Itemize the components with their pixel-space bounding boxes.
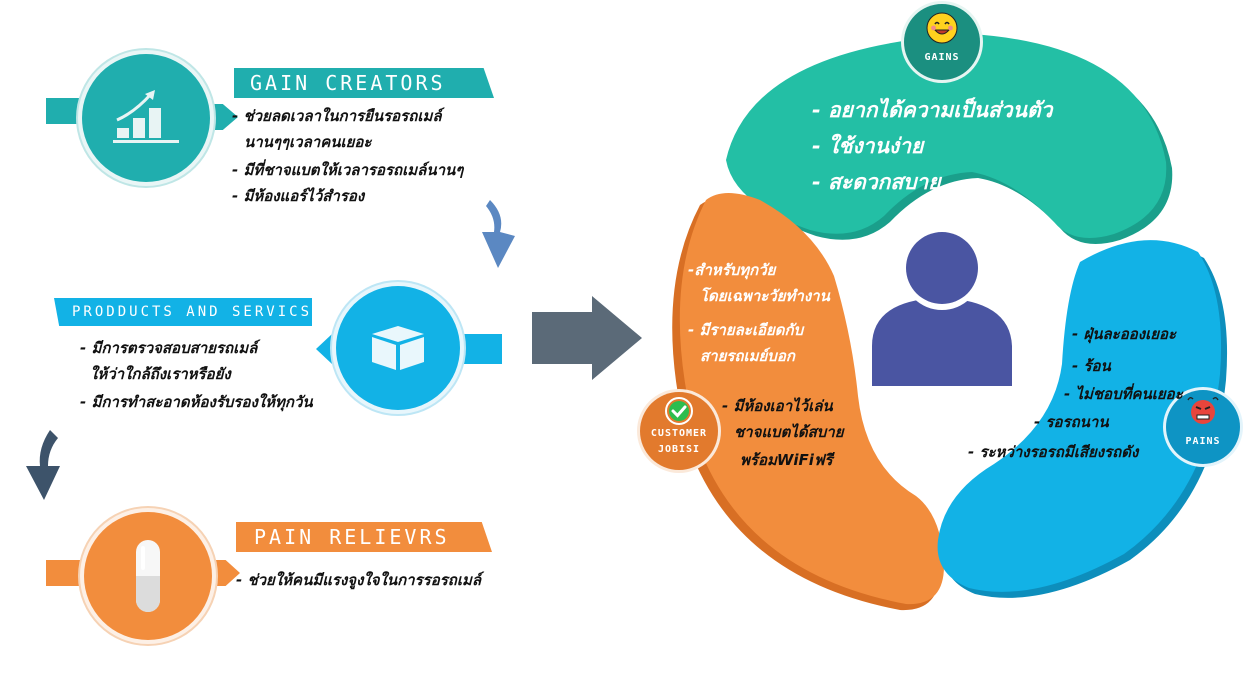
customer-jobs-item: - มีรายละเอียดกับ (688, 321, 804, 339)
pains-item: - ร้อน (1072, 357, 1111, 375)
customer-jobs-item: ชาจแบตได้สบาย (734, 423, 844, 441)
products-services-item: ให้ว่าใกล้ถึงเราหรือยัง (90, 365, 231, 383)
pains-item: - ฝุ่นละอองเยอะ (1072, 325, 1177, 343)
gain-creators-icon-circle (82, 54, 210, 182)
pains-item: - ระหว่างรอรถมีเสียงรถดัง (968, 443, 1139, 461)
customer-jobs-item: - มีห้องเอาไว้เล่น (722, 397, 833, 415)
main-arrow-right (532, 296, 642, 380)
curved-arrow-down-right (482, 200, 515, 268)
customer-jobs-label-1: CUSTOMER (650, 428, 708, 439)
gains-label: GAINS (924, 52, 960, 63)
gain-creators-item: - มีห้องแอร์ไว้สำรอง (232, 187, 365, 205)
products-services-item: - มีการตรวจสอบสายรถเมล์ (80, 339, 258, 357)
angry-face-icon (1187, 397, 1219, 424)
pains-segment (937, 240, 1228, 598)
products-services-icon-circle (336, 286, 460, 410)
gain-creators-item: นานๆๆเวลาคนเยอะ (244, 133, 372, 151)
products-services-title: PRODDUCTS AND SERVICS (54, 298, 312, 326)
gains-badge: GAINS (904, 4, 980, 80)
gains-item: - สะดวกสบาย (812, 170, 941, 194)
gain-creators-item: - ช่วยลดเวลาในการยืนรอรถเมล์ (232, 107, 442, 125)
customer-jobs-item: พร้อมWiFiฟรี (740, 451, 833, 469)
gains-segment (726, 34, 1173, 244)
smiley-icon (926, 12, 958, 44)
gain-creators-item: - มีที่ชาจแบตให้เวลารอรถเมล์นานๆ (232, 161, 464, 179)
curved-arrow-down-left (26, 430, 60, 500)
pains-item: - ไม่ชอบที่คนเยอะ (1064, 385, 1183, 403)
customer-jobs-item: สายรถเมย์บอก (700, 347, 795, 365)
products-services-item: - มีการทำสะอาดห้องรับรองให้ทุกวัน (80, 393, 313, 411)
pains-label: PAINS (1185, 436, 1221, 447)
pain-relievers-icon-circle (84, 512, 212, 640)
customer-person-icon (872, 230, 1012, 386)
box-icon (372, 326, 424, 370)
customer-jobs-badge: CUSTOMER JOBISI (640, 392, 718, 470)
gains-item: - ใช้งานง่าย (812, 134, 924, 158)
pain-relievers-title: PAIN RELIEVRS (236, 522, 492, 552)
customer-jobs-item: -สำหรับทุกวัย (688, 261, 776, 279)
checkmark-icon (665, 397, 693, 425)
gains-item: - อยากได้ความเป็นส่วนตัว (812, 98, 1053, 122)
customer-profile-ring (672, 34, 1228, 611)
customer-jobs-label-2: JOBISI (657, 444, 701, 455)
customer-jobs-segment (672, 193, 944, 611)
customer-jobs-item: โดยเฉพาะวัยทำงาน (700, 287, 830, 305)
pain-relievers-item: - ช่วยให้คนมีแรงจูงใจในการรอรถเมล์ (236, 571, 482, 589)
capsule-icon (136, 540, 160, 612)
bar-chart-growth-icon (113, 90, 179, 143)
pains-badge: PAINS (1166, 390, 1240, 464)
gain-creators-title: GAIN CREATORS (234, 68, 494, 98)
pains-item: - รอรถนาน (1034, 413, 1109, 431)
